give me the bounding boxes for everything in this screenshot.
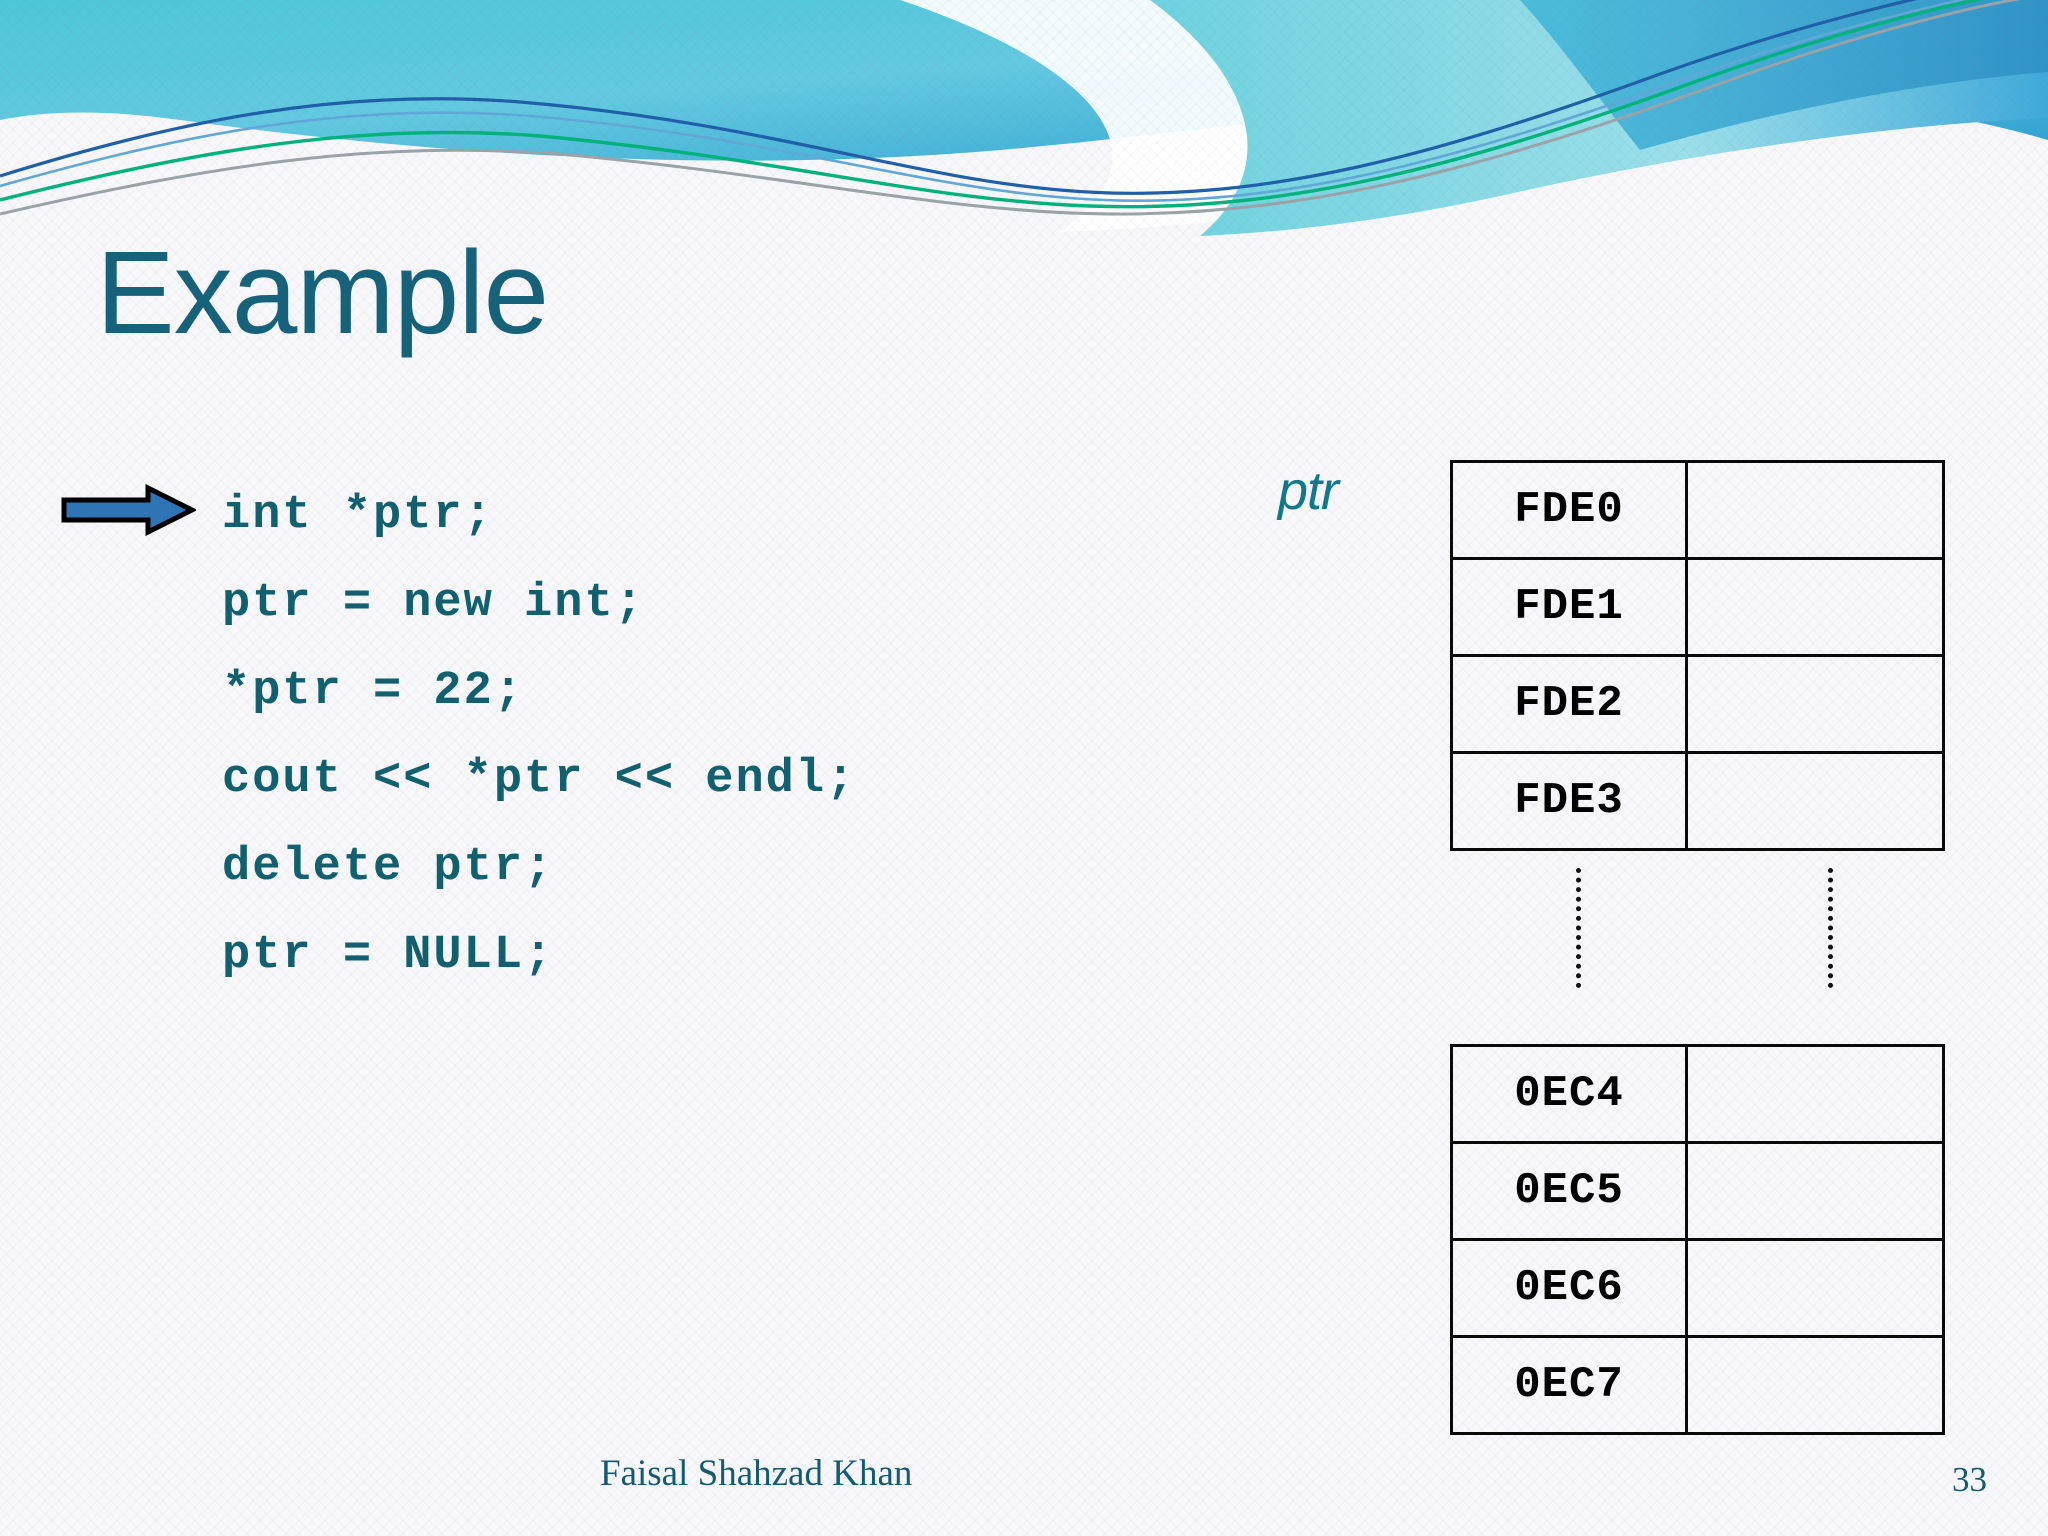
ellipsis-connector-left (1576, 868, 1581, 988)
code-line: cout << *ptr << endl; (222, 753, 857, 806)
table-row: FDE1 (1450, 557, 1945, 657)
right-arrow-icon (61, 484, 196, 536)
memory-address-cell: 0EC6 (1450, 1238, 1688, 1338)
memory-address-cell: 0EC7 (1450, 1335, 1688, 1435)
table-row: 0EC5 (1450, 1141, 1945, 1241)
memory-value-cell (1685, 1238, 1945, 1338)
code-line: delete ptr; (222, 841, 555, 894)
memory-value-cell (1685, 1335, 1945, 1435)
wave-header-decoration (0, 0, 2048, 240)
memory-table-upper: FDE0 FDE1 FDE2 FDE3 (1450, 460, 1945, 851)
table-row: 0EC6 (1450, 1238, 1945, 1338)
memory-address-cell: FDE3 (1450, 751, 1688, 851)
memory-value-cell (1685, 751, 1945, 851)
table-row: FDE0 (1450, 460, 1945, 560)
memory-value-cell (1685, 1141, 1945, 1241)
memory-address-cell: FDE1 (1450, 557, 1688, 657)
code-listing: int *ptr; ptr = new int; *ptr = 22; cout… (222, 472, 1042, 1000)
code-line: *ptr = 22; (222, 665, 525, 718)
code-line: ptr = NULL; (222, 929, 555, 982)
memory-value-cell (1685, 460, 1945, 560)
pointer-variable-label: ptr (1278, 461, 1339, 521)
code-line: ptr = new int; (222, 577, 645, 630)
page-title: Example (96, 227, 549, 359)
table-row: FDE3 (1450, 751, 1945, 851)
memory-address-cell: 0EC5 (1450, 1141, 1688, 1241)
page-number: 33 (1952, 1460, 1987, 1499)
table-row: 0EC4 (1450, 1044, 1945, 1144)
table-row: 0EC7 (1450, 1335, 1945, 1435)
memory-address-cell: FDE2 (1450, 654, 1688, 754)
memory-address-cell: FDE0 (1450, 460, 1688, 560)
memory-value-cell (1685, 557, 1945, 657)
memory-value-cell (1685, 654, 1945, 754)
table-row: FDE2 (1450, 654, 1945, 754)
footer-author: Faisal Shahzad Khan (600, 1453, 913, 1494)
memory-address-cell: 0EC4 (1450, 1044, 1688, 1144)
memory-value-cell (1685, 1044, 1945, 1144)
code-line: int *ptr; (222, 489, 494, 542)
ellipsis-connector-right (1828, 868, 1833, 988)
memory-table-lower: 0EC4 0EC5 0EC6 0EC7 (1450, 1044, 1945, 1435)
